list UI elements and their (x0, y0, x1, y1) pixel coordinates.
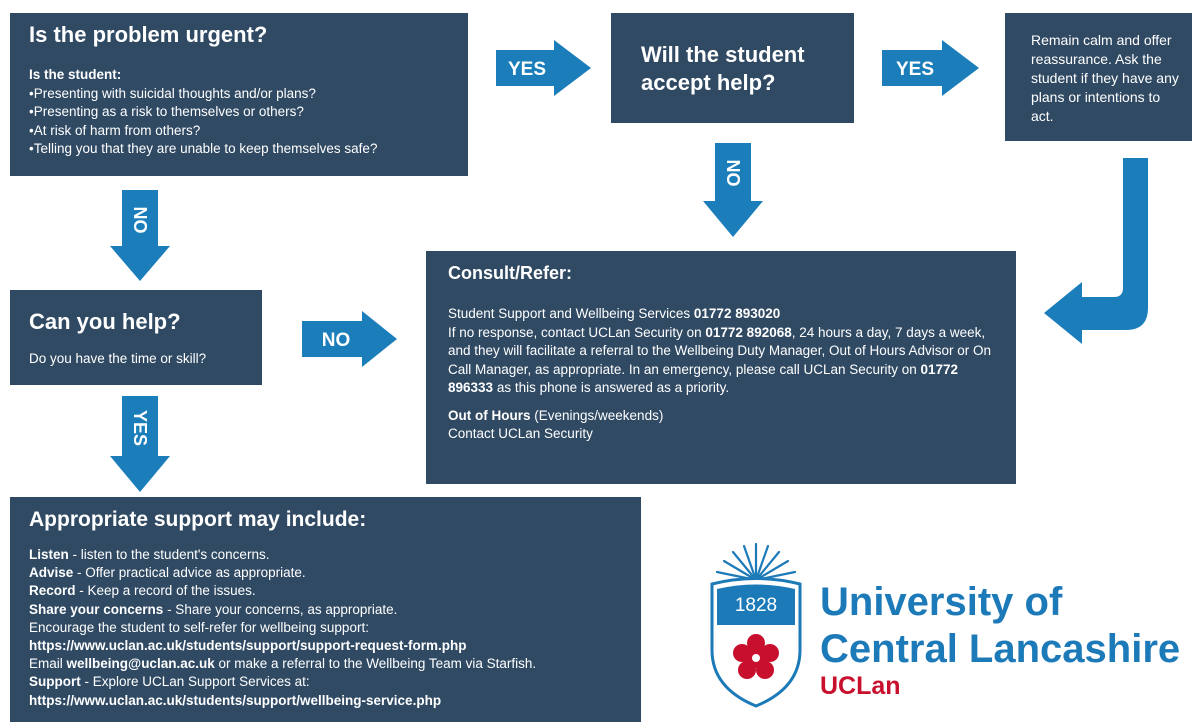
support-share-label: Share your concerns (29, 601, 164, 617)
logo-short: UCLan (820, 672, 901, 700)
consult-line2-b: , 24 hours a day, 7 days a week, and the… (448, 324, 992, 377)
logo-name-line2: Central Lancashire (820, 627, 1181, 671)
arrow-yes-accept-to-reassure: YES (882, 40, 979, 96)
reassurance-text: Remain calm and offer reassurance. Ask t… (1031, 32, 1179, 124)
consult-line2-c: as this phone is answered as a priority. (493, 380, 730, 395)
ooh-label: Out of Hours (448, 407, 531, 423)
consult-phone-main: 01772 893020 (693, 306, 781, 321)
support-listen-text: - listen to the student's concerns. (68, 547, 270, 562)
urgent-subtitle: Is the student: (29, 67, 122, 82)
arrow-yes-label: YES (508, 59, 546, 80)
arrow-no-label: NO (130, 207, 150, 234)
arrow-no-label: NO (723, 160, 743, 187)
can-help-box: Can you help? Do you have the time or sk… (10, 290, 262, 385)
support-form-link[interactable]: https://www.uclan.ac.uk/students/support… (29, 638, 467, 654)
support-services-label: Support (29, 674, 81, 690)
arrow-no-accept-to-consult: NO (703, 143, 763, 237)
support-service-link[interactable]: https://www.uclan.ac.uk/students/support… (29, 692, 442, 708)
urgent-question-box: Is the problem urgent? Is the student: P… (10, 13, 468, 176)
support-email-prefix: Email (29, 656, 67, 672)
can-help-text: Do you have the time or skill? (29, 351, 207, 366)
consult-phone-security: 01772 892068 (705, 324, 792, 340)
support-email-suffix: or make a referral to the Wellbeing Team… (214, 656, 537, 672)
arrow-no-can-help-to-consult: NO (302, 311, 397, 367)
consult-refer-box: Consult/Refer: Student Support and Wellb… (426, 251, 1016, 484)
arrow-yes-label: YES (896, 59, 934, 80)
urgent-title: Is the problem urgent? (29, 22, 268, 47)
uclan-logo: 1828 University of Central Lancashire UC… (708, 540, 1192, 722)
arrow-reassure-to-consult (1044, 158, 1148, 344)
urgent-item: At risk of harm from others? (29, 122, 468, 141)
logo-name-line1: University of (820, 580, 1063, 624)
ooh-contact: Contact UCLan Security (448, 426, 593, 441)
support-title: Appropriate support may include: (29, 508, 367, 531)
support-record-label: Record (29, 583, 76, 599)
uclan-shield-icon (710, 542, 802, 708)
support-advise-text: - Offer practical advice as appropriate. (73, 565, 306, 581)
support-record-text: - Keep a record of the issues. (75, 583, 256, 599)
reassurance-box: Remain calm and offer reassurance. Ask t… (1005, 13, 1192, 141)
support-encourage-text: Encourage the student to self-refer for … (29, 619, 369, 635)
arrow-no-urgent-to-can-help: NO (110, 190, 170, 281)
support-services-text: - Explore UCLan Support Services at: (80, 674, 310, 690)
support-box: Appropriate support may include: Listen … (10, 497, 641, 722)
accept-help-box: Will the student accept help? (611, 13, 854, 123)
support-share-text: - Share your concerns, as appropriate. (163, 601, 398, 617)
can-help-title: Can you help? (29, 309, 181, 334)
support-advise-label: Advise (29, 565, 74, 581)
support-listen-label: Listen (29, 547, 69, 562)
arrow-no-label: NO (322, 330, 351, 351)
consult-body: Student Support and Wellbeing Services 0… (448, 305, 996, 398)
arrow-yes-urgent-to-accept: YES (496, 40, 591, 96)
urgent-list: Presenting with suicidal thoughts and/or… (29, 85, 468, 159)
arrow-yes-label: YES (130, 410, 150, 446)
accept-help-title: Will the student accept help? (641, 42, 805, 95)
consult-line2-a: If no response, contact UCLan Security o… (448, 324, 706, 340)
ooh-detail: (Evenings/weekends) (530, 407, 664, 423)
urgent-item: Presenting as a risk to themselves or ot… (29, 103, 468, 122)
urgent-item: Presenting with suicidal thoughts and/or… (29, 85, 468, 104)
support-email-link[interactable]: wellbeing@uclan.ac.uk (66, 656, 215, 672)
support-body: Listen - listen to the student's concern… (29, 546, 641, 710)
arrow-yes-can-help-to-support: YES (110, 396, 170, 492)
urgent-item: Telling you that they are unable to keep… (29, 140, 468, 159)
consult-line1-prefix: Student Support and Wellbeing Services (448, 306, 694, 321)
consult-title: Consult/Refer: (448, 263, 573, 283)
logo-year: 1828 (734, 595, 778, 616)
consult-phone-emergency: 01772 896333 (448, 361, 959, 396)
out-of-hours: Out of Hours (Evenings/weekends) Contact… (448, 407, 996, 444)
